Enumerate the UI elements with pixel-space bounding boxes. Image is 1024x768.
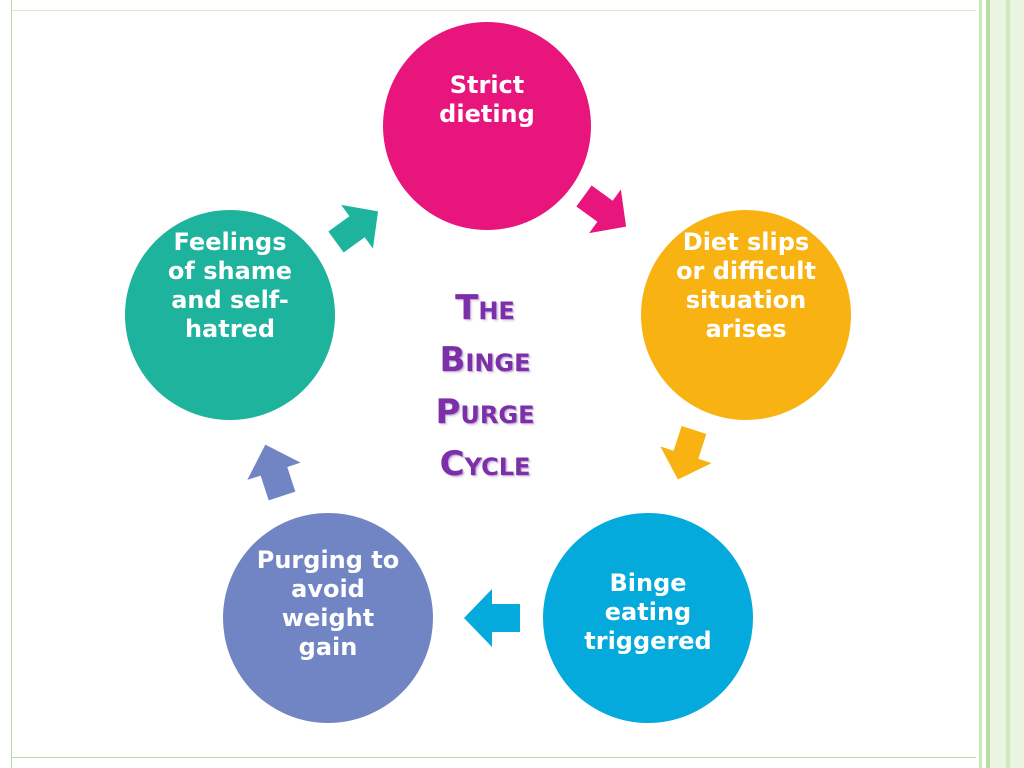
slide-frame-right <box>976 0 1024 768</box>
title-line-2: Binge <box>439 340 531 380</box>
node-shame-label: Feelings of shame and self- hatred <box>167 228 293 343</box>
node-diet-slips-label: Diet slips or difficult situation arises <box>676 228 816 343</box>
title-line-4: Cycle <box>439 444 531 484</box>
node-binge-eating-label: Binge eating triggered <box>584 568 712 655</box>
node-purging-label: Purging to avoid weight gain <box>256 546 400 661</box>
diagram-title: The Binge Purge Cycle <box>400 282 570 492</box>
title-line-1: The <box>455 288 515 328</box>
node-strict-dieting-label: Strict dieting <box>439 71 535 128</box>
arrow-slips-to-binge <box>660 425 712 480</box>
node-strict-dieting: Strict dieting <box>383 22 591 230</box>
node-shame: Feelings of shame and self- hatred <box>125 210 335 420</box>
arrow-binge-to-purging <box>464 589 520 647</box>
slide-frame-bottom <box>12 757 976 758</box>
arrow-strict-to-slips <box>576 185 627 234</box>
node-binge-eating: Binge eating triggered <box>543 513 753 723</box>
node-diet-slips: Diet slips or difficult situation arises <box>641 210 851 420</box>
node-purging: Purging to avoid weight gain <box>223 513 433 723</box>
arrow-shame-to-strict <box>328 204 379 253</box>
arrow-purging-to-shame <box>247 444 301 501</box>
slide-frame-top <box>12 10 976 11</box>
title-line-3: Purge <box>435 392 535 432</box>
slide-frame-left <box>0 0 12 768</box>
